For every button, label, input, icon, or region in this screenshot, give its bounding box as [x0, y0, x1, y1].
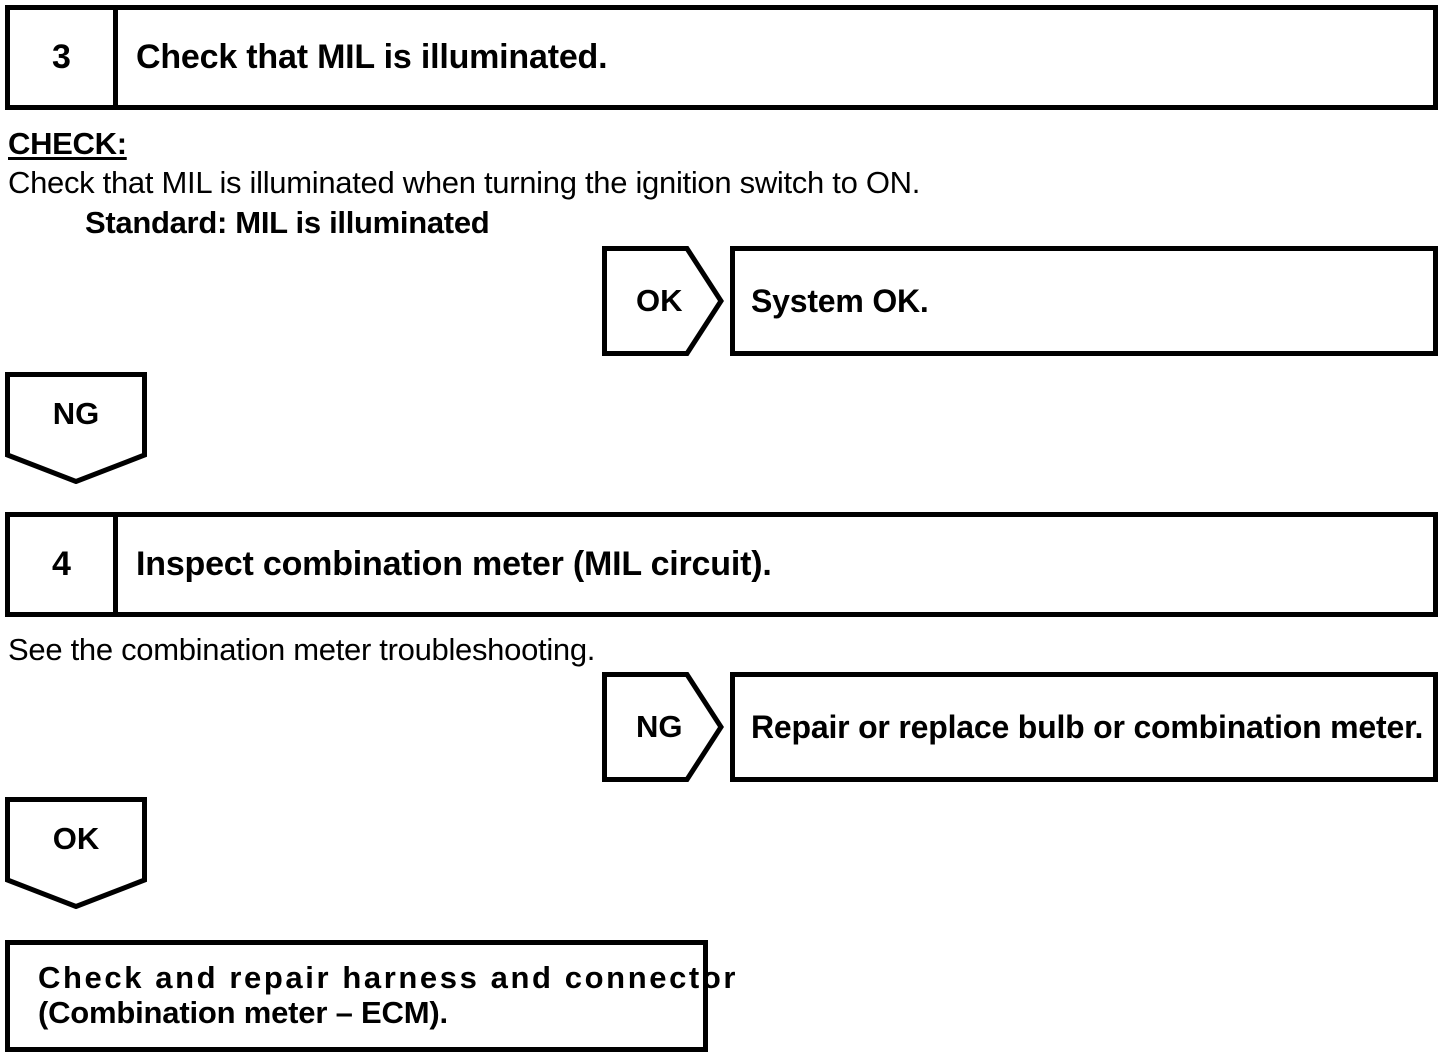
pentagon-right-icon: [602, 672, 724, 782]
final-action-line-2: (Combination meter – ECM).: [38, 995, 448, 1030]
final-action-line-1: Check and repair harness and connector: [38, 960, 739, 996]
branch-ng-arrow-3: NG: [5, 372, 147, 484]
pentagon-down-icon: [5, 372, 147, 484]
check-heading-3: CHECK:: [8, 126, 127, 161]
branch-ok-arrow-4: OK: [5, 797, 147, 909]
step-number-3: 3: [10, 10, 118, 105]
step-box-4: 4 Inspect combination meter (MIL circuit…: [5, 512, 1438, 617]
pentagon-down-icon: [5, 797, 147, 909]
result-text-system-ok: System OK.: [751, 282, 929, 319]
result-box-system-ok: System OK.: [730, 246, 1438, 356]
result-box-final-action: Check and repair harness and connector (…: [5, 940, 739, 1052]
check-instruction-3: Check that MIL is illuminated when turni…: [8, 165, 921, 200]
result-box-repair-replace: Repair or replace bulb or combination me…: [730, 672, 1438, 782]
branch-ng-arrow-4: NG: [602, 672, 724, 782]
check-instruction-4: See the combination meter troubleshootin…: [8, 632, 596, 667]
step-box-3: 3 Check that MIL is illuminated.: [5, 5, 1438, 110]
pentagon-right-icon: [602, 246, 724, 356]
step-title-3: Check that MIL is illuminated.: [136, 38, 608, 76]
result-text-repair-replace: Repair or replace bulb or combination me…: [751, 708, 1424, 745]
step-number-4: 4: [10, 517, 118, 612]
check-standard-3: Standard: MIL is illuminated: [85, 205, 490, 240]
step-title-4: Inspect combination meter (MIL circuit).: [136, 545, 772, 583]
branch-ok-arrow-3: OK: [602, 246, 724, 356]
